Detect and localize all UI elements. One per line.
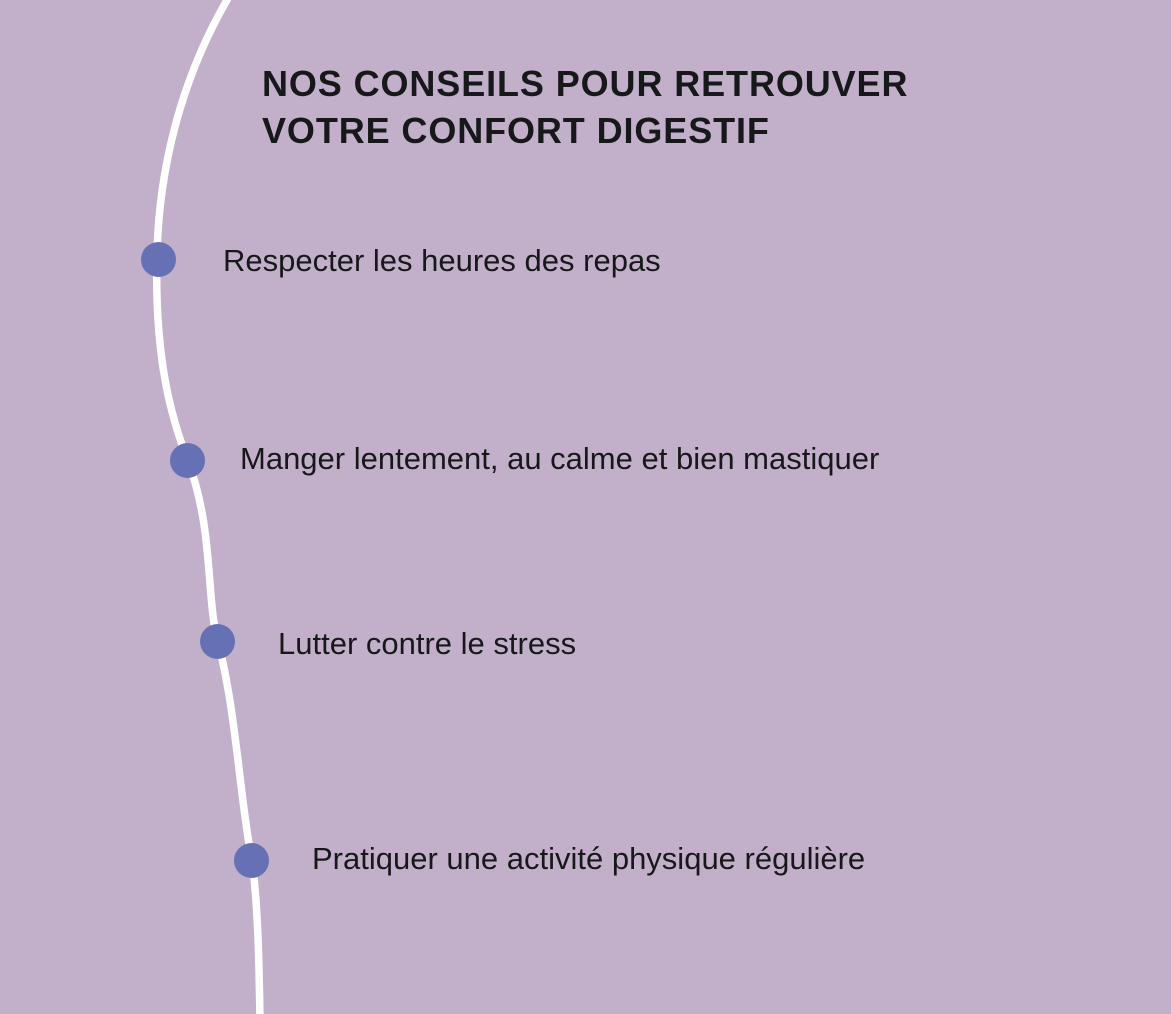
- page-title: NOS CONSEILS POUR RETROUVER VOTRE CONFOR…: [262, 63, 909, 151]
- bullet-dot-icon: [200, 624, 235, 659]
- bullet-dot-icon: [170, 443, 205, 478]
- tip-item-label: Manger lentement, au calme et bien masti…: [240, 441, 880, 476]
- tip-item-label: Pratiquer une activité physique régulièr…: [312, 841, 866, 876]
- tip-item-label: Lutter contre le stress: [278, 626, 577, 661]
- bullet-dot-icon: [234, 843, 269, 878]
- tip-item-label: Respecter les heures des repas: [223, 243, 661, 278]
- bullet-dot-icon: [141, 242, 176, 277]
